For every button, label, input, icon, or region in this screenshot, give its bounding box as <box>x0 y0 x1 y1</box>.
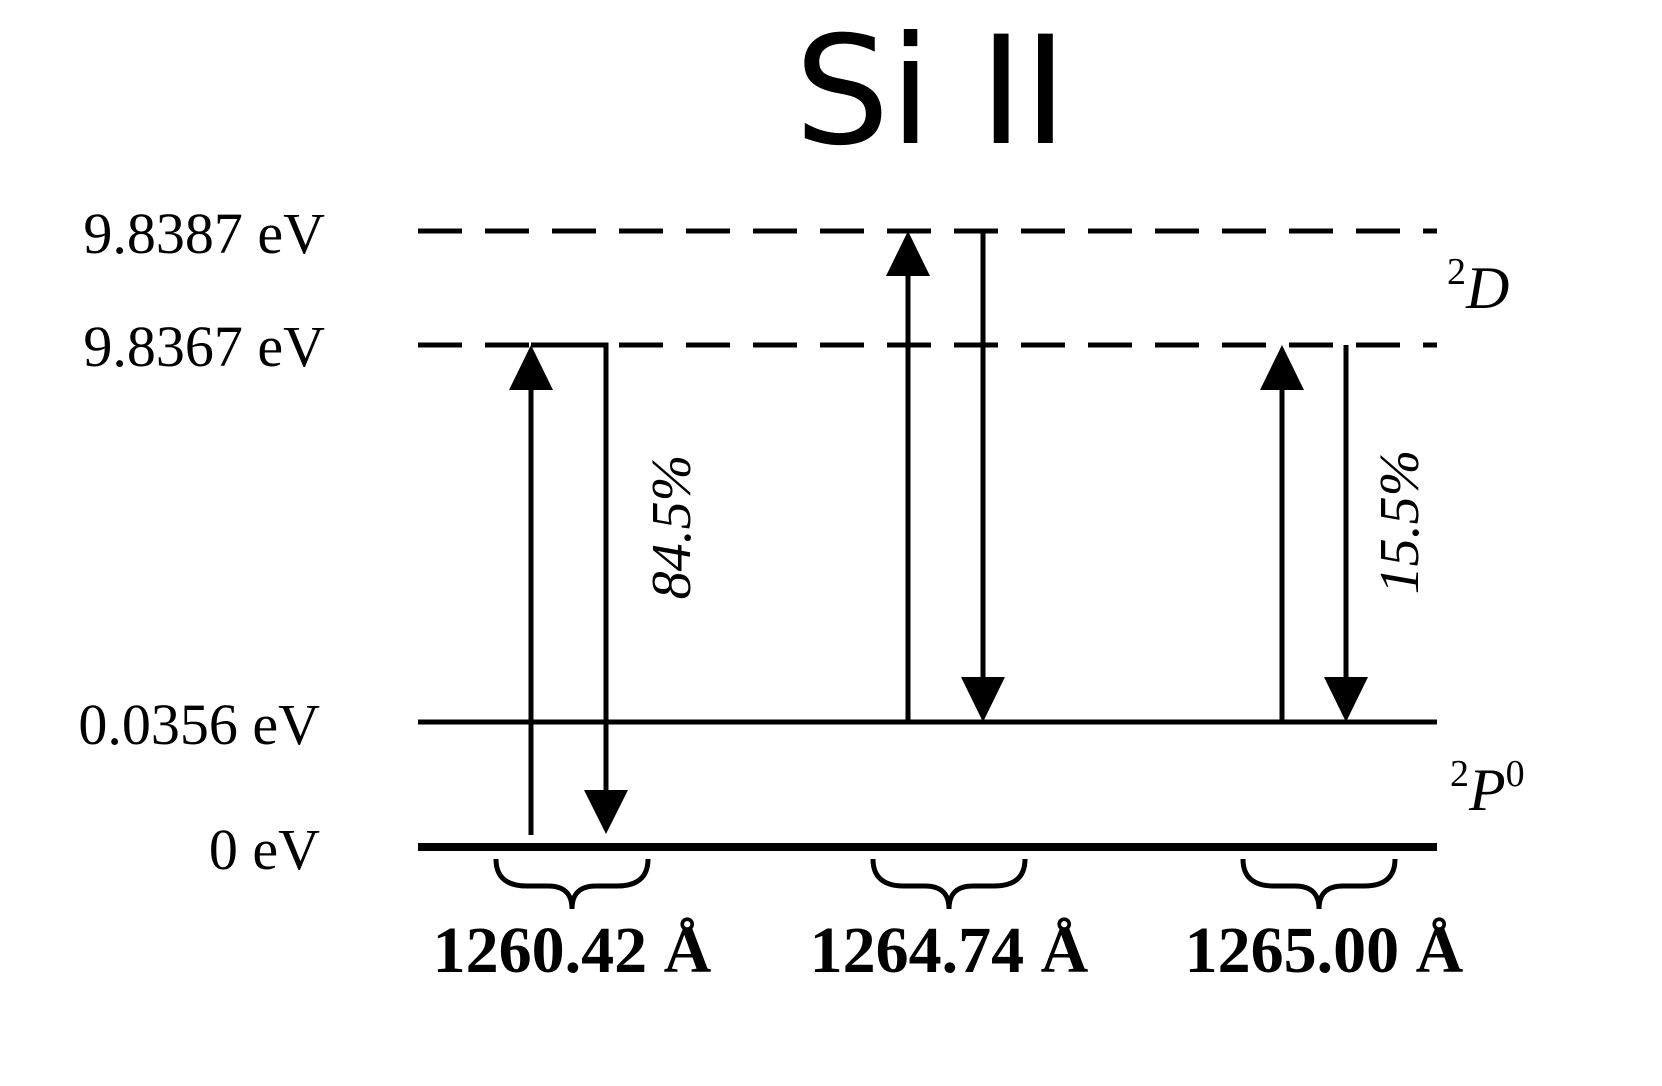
wavelength-label-1264-74: 1264.74 Å <box>810 914 1089 987</box>
wavelength-label-1260-42: 1260.42 Å <box>433 914 712 987</box>
arrow-head <box>509 345 553 390</box>
diagram-title: Si II <box>794 5 1067 179</box>
term-2P0-letter: P <box>1468 757 1506 823</box>
arrow-head <box>886 231 930 276</box>
energy-label-9-8367: 9.8367 eV <box>83 314 325 379</box>
brace-1264 <box>870 858 1028 910</box>
arrow-down-1264 <box>961 231 1005 722</box>
arrow-down-1260 <box>531 342 628 834</box>
arrow-head <box>1260 345 1304 390</box>
term-2P0-parity: 0 <box>1506 753 1525 795</box>
arrow-head <box>961 677 1005 722</box>
energy-label-0: 0 eV <box>209 817 320 882</box>
arrow-head <box>1324 677 1368 722</box>
wavelength-label-1265-00: 1265.00 Å <box>1185 914 1464 987</box>
arrow-up-1264 <box>886 231 930 722</box>
term-symbol-2P0: 2P0 <box>1450 753 1525 823</box>
arrow-shaft <box>531 342 609 790</box>
energy-label-9-8387: 9.8387 eV <box>83 201 325 266</box>
arrow-down-1265 <box>1324 345 1368 722</box>
term-symbol-2D: 2D <box>1447 251 1509 321</box>
branching-ratio-84-5: 84.5% <box>641 455 703 600</box>
arrow-up-1265 <box>1260 345 1304 722</box>
energy-label-0-0356: 0.0356 eV <box>78 692 320 757</box>
arrow-head <box>584 790 628 834</box>
brace-1260 <box>493 858 651 910</box>
arrow-up-1260 <box>509 345 553 835</box>
brace-1265 <box>1240 858 1398 910</box>
term-2D-letter: D <box>1465 255 1509 321</box>
branching-ratio-15-5: 15.5% <box>1369 450 1431 595</box>
term-2D-multiplicity: 2 <box>1447 251 1466 293</box>
term-2P0-multiplicity: 2 <box>1450 753 1469 795</box>
